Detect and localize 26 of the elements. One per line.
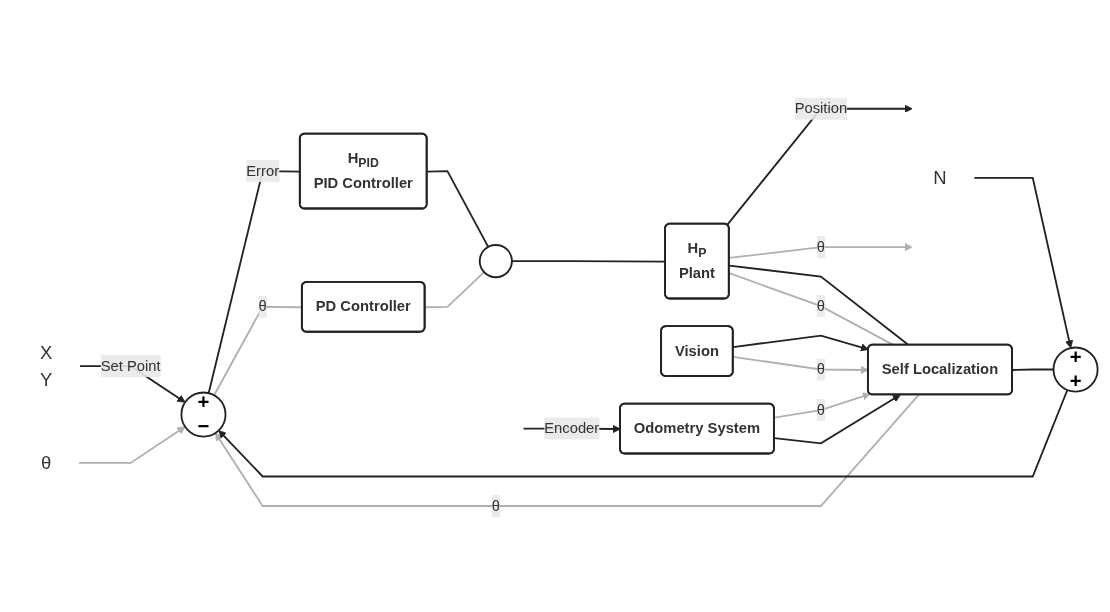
node-text: θ — [41, 452, 52, 474]
edge-label: θ — [816, 361, 826, 377]
node-circle: + − — [180, 391, 227, 438]
arrow — [732, 334, 869, 352]
arrow — [773, 394, 901, 445]
arrow — [78, 426, 186, 464]
arrow — [215, 393, 920, 507]
edge-label: Position — [794, 100, 848, 117]
edge-label: θ — [816, 401, 826, 418]
edge-label: θ — [491, 497, 500, 514]
node-circle — [478, 244, 513, 279]
edge-label: θ — [816, 238, 826, 255]
connector — [424, 271, 486, 309]
arrow — [218, 389, 1069, 478]
node-text: N — [933, 167, 947, 189]
edge-label: θ — [816, 297, 826, 314]
node-circle: + + — [1052, 346, 1099, 393]
edge-label: Set Point — [100, 357, 161, 374]
edge-label: θ — [258, 298, 267, 315]
connector — [426, 170, 490, 248]
arrow — [728, 243, 913, 259]
arrow — [773, 392, 871, 419]
arrow — [973, 177, 1074, 349]
edge-label: Error — [246, 162, 280, 179]
node-text: X Y — [40, 342, 53, 391]
edge-label: Encoder — [544, 420, 600, 436]
